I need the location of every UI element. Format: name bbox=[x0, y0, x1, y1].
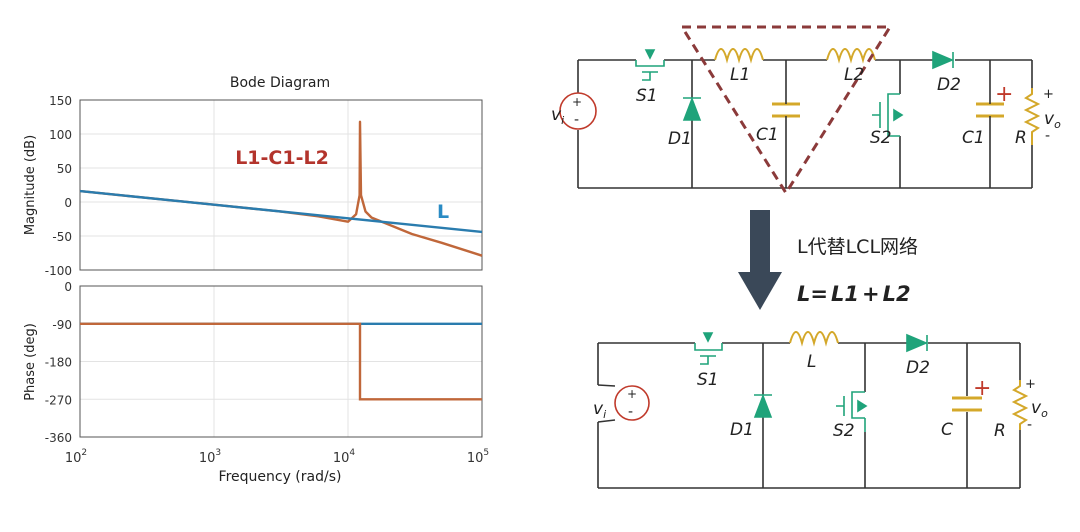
phase-tick-labels: 0 -90 -180 -270 -360 bbox=[45, 280, 72, 445]
bottom-source-minus: - bbox=[628, 404, 633, 420]
phase-axes-frame bbox=[79, 285, 483, 438]
formula: L=L1+L2 bbox=[797, 282, 911, 306]
magnitude-tick-label: -50 bbox=[52, 230, 72, 244]
annotation-l: L bbox=[437, 201, 449, 223]
phase-ylabel: Phase (deg) bbox=[23, 323, 38, 401]
bottom-inductor-l bbox=[789, 331, 839, 347]
top-inductor-l1 bbox=[714, 48, 764, 64]
top-label-r: R bbox=[1015, 128, 1027, 148]
bottom-wires bbox=[597, 342, 1021, 489]
top-label-d1: D1 bbox=[668, 129, 692, 149]
magnitude-tick-labels: 150 100 50 0 -50 -100 bbox=[45, 94, 72, 278]
top-label-vin: vi bbox=[551, 105, 564, 127]
bottom-vo-plus: + bbox=[1025, 377, 1036, 392]
bottom-label-vo: vo bbox=[1031, 398, 1048, 420]
top-diode-d1 bbox=[682, 96, 702, 121]
top-vo-plus: + bbox=[1043, 87, 1054, 102]
top-switch-s2 bbox=[872, 93, 904, 137]
top-wires bbox=[577, 59, 1033, 189]
top-cap-plus: + bbox=[995, 82, 1013, 107]
phase-tick-label: 0 bbox=[64, 280, 72, 294]
circuit-top-labels: vi + - S1 D1 L1 C1 L2 S2 D2 C1 + R + vo … bbox=[551, 65, 1061, 149]
bode-diagram: Bode Diagram 150 100 50 0 -50 -100 Magnitude … bbox=[23, 75, 489, 485]
bottom-vo-minus: - bbox=[1027, 417, 1032, 433]
bottom-label-l: L bbox=[807, 352, 816, 372]
lcl-dashed-triangle bbox=[679, 25, 893, 196]
phase-tick-label: -270 bbox=[45, 393, 72, 407]
bottom-cap-plus: + bbox=[973, 376, 991, 401]
magnitude-series bbox=[79, 120, 483, 257]
magnitude-tick-label: 0 bbox=[64, 196, 72, 210]
frequency-xlabel: Frequency (rad/s) bbox=[219, 469, 342, 485]
magnitude-tick-label: 150 bbox=[49, 94, 72, 108]
top-source-plus: + bbox=[572, 95, 582, 109]
bottom-diode-d2 bbox=[906, 333, 929, 353]
top-diode-d2 bbox=[932, 50, 955, 70]
circuit-bottom-labels: vi + - S1 D1 L S2 D2 C + R + vo - bbox=[593, 352, 1048, 441]
top-label-vo: vo bbox=[1044, 109, 1061, 131]
bottom-label-r: R bbox=[994, 421, 1006, 441]
magnitude-tick-label: 100 bbox=[49, 128, 72, 142]
magnitude-panel: 150 100 50 0 -50 -100 Magnitude (dB) L1-C1-L2… bbox=[23, 94, 483, 278]
frequency-tick-label: 104 bbox=[333, 448, 356, 466]
bottom-switch-s2 bbox=[836, 391, 868, 432]
phase-series-lcl bbox=[80, 322, 482, 401]
bottom-source-circle bbox=[614, 385, 650, 421]
phase-panel: 0 -90 -180 -270 -360 Phase (deg) bbox=[23, 280, 483, 445]
magnitude-series-l bbox=[79, 189, 483, 234]
top-inductor-l2 bbox=[826, 48, 876, 64]
magnitude-grid bbox=[79, 99, 483, 271]
bottom-diode-d1 bbox=[753, 393, 773, 418]
top-label-c1-out: C1 bbox=[962, 128, 985, 148]
phase-series bbox=[80, 322, 482, 401]
circuit-top-lcl bbox=[559, 25, 1041, 196]
transform-arrow bbox=[738, 210, 782, 310]
magnitude-tick-label: -100 bbox=[45, 264, 72, 278]
bottom-switch-s1 bbox=[694, 332, 723, 365]
phase-grid bbox=[79, 285, 483, 438]
bottom-source-plus: + bbox=[627, 387, 637, 401]
top-vo-minus: - bbox=[1045, 128, 1050, 144]
bottom-label-vin: vi bbox=[593, 399, 606, 421]
top-label-l2: L2 bbox=[844, 65, 864, 85]
frequency-tick-labels: 102 103 104 105 bbox=[65, 448, 489, 466]
bottom-label-c: C bbox=[941, 420, 953, 440]
magnitude-ylabel: Magnitude (dB) bbox=[23, 135, 38, 235]
magnitude-tick-label: 50 bbox=[57, 162, 72, 176]
bottom-label-s2: S2 bbox=[833, 421, 855, 441]
top-label-l1: L1 bbox=[730, 65, 750, 85]
top-label-s1: S1 bbox=[636, 86, 658, 106]
top-source-circle bbox=[559, 92, 597, 130]
frequency-tick-label: 103 bbox=[199, 448, 221, 466]
bottom-label-d2: D2 bbox=[906, 358, 930, 378]
arrow-caption: L代替LCL网络 bbox=[797, 236, 918, 258]
bottom-resistor-r bbox=[1011, 380, 1029, 430]
frequency-tick-label: 102 bbox=[65, 448, 87, 466]
annotation-lcl: L1-C1-L2 bbox=[235, 147, 329, 169]
bottom-label-s1: S1 bbox=[697, 370, 719, 390]
bottom-capacitor-c bbox=[952, 396, 982, 412]
phase-tick-label: -90 bbox=[52, 318, 72, 332]
top-capacitor-c1-mid bbox=[772, 102, 800, 118]
top-label-d2: D2 bbox=[937, 75, 961, 95]
magnitude-axes-frame bbox=[79, 99, 483, 271]
phase-tick-label: -180 bbox=[45, 356, 72, 370]
bottom-label-d1: D1 bbox=[730, 420, 754, 440]
top-resistor-r bbox=[1023, 88, 1041, 145]
top-label-c1-mid: C1 bbox=[756, 125, 779, 145]
circuit-bottom-l bbox=[597, 331, 1029, 489]
top-label-s2: S2 bbox=[870, 128, 892, 148]
frequency-tick-label: 105 bbox=[467, 448, 489, 466]
phase-tick-label: -360 bbox=[45, 431, 72, 445]
bode-title: Bode Diagram bbox=[230, 75, 330, 91]
top-switch-s1 bbox=[635, 49, 665, 81]
top-source-minus: - bbox=[574, 112, 579, 128]
